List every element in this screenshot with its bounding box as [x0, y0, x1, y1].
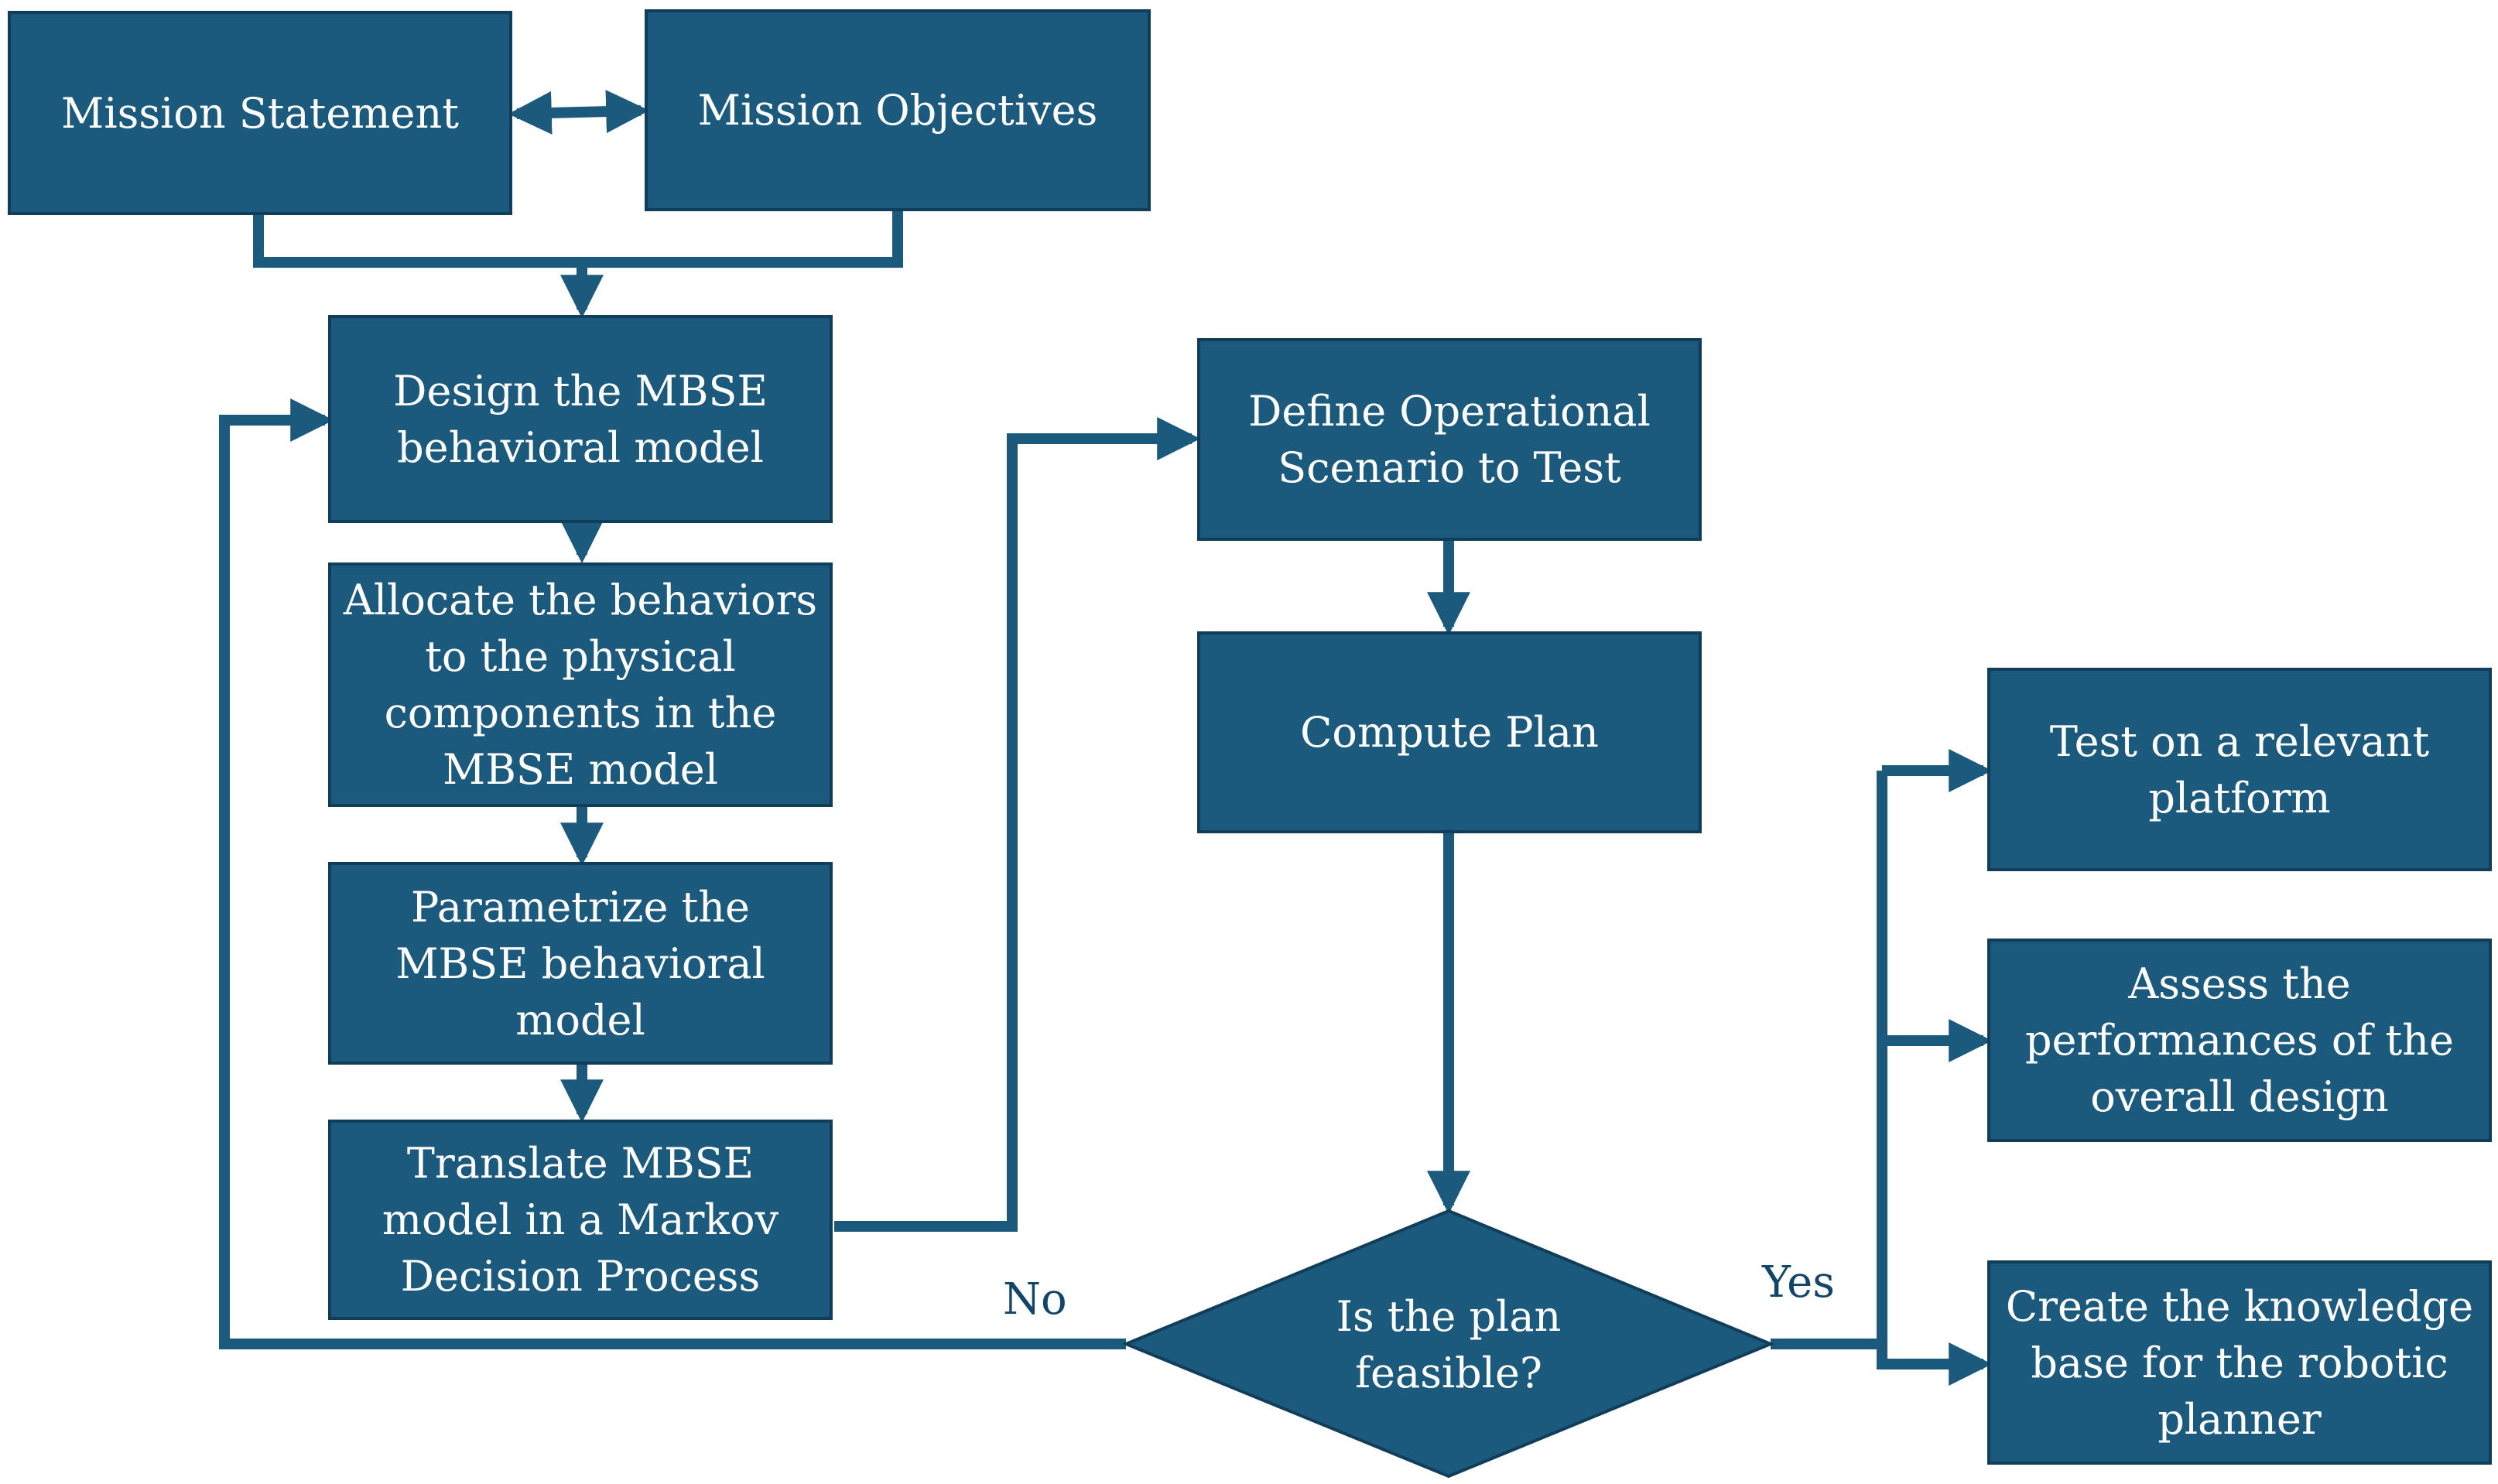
create-knowledge-base-label: Create the knowledge base for the roboti…	[2005, 1281, 2474, 1444]
assess-performance-box: Assess the performances of the overall d…	[1987, 939, 2492, 1142]
define-scenario-box: Define Operational Scenario to Test	[1197, 338, 1702, 541]
connector-objectives-merge	[582, 210, 903, 268]
design-model-box: Design the MBSE behavioral model	[328, 315, 833, 523]
test-platform-label: Test on a relevant platform	[2049, 716, 2430, 822]
translate-mdp-box: Translate MBSE model in a Markov Decisio…	[328, 1120, 833, 1320]
create-knowledge-base-box: Create the knowledge base for the roboti…	[1987, 1260, 2492, 1465]
connector-translate-define	[834, 417, 1201, 1232]
compute-plan-box: Compute Plan	[1197, 631, 1702, 833]
decision-diamond	[1121, 1209, 1775, 1479]
mission-objectives-box: Mission Objectives	[645, 9, 1151, 211]
connector-yes-knowledge	[1877, 1342, 1993, 1386]
connector-statement-objectives	[508, 90, 650, 135]
yes-label: Yes	[1762, 1257, 1835, 1308]
mission-objectives-label: Mission Objectives	[697, 86, 1098, 135]
decision-label-wrap: Is the plan feasible?	[1269, 1284, 1628, 1405]
connector-statement-merge	[253, 215, 582, 268]
allocate-behaviors-label: Allocate the behaviors to the physical c…	[343, 576, 818, 794]
connector-no-loop	[219, 398, 1126, 1349]
parametrize-model-label: Parametrize the MBSE behavioral model	[395, 882, 765, 1045]
test-platform-box: Test on a relevant platform	[1987, 668, 2492, 871]
define-scenario-label: Define Operational Scenario to Test	[1248, 387, 1651, 492]
translate-mdp-label: Translate MBSE model in a Markov Decisio…	[382, 1139, 779, 1301]
assess-performance-label: Assess the performances of the overall d…	[2024, 959, 2454, 1121]
allocate-behaviors-box: Allocate the behaviors to the physical c…	[328, 562, 833, 807]
no-label: No	[1003, 1274, 1067, 1325]
design-model-label: Design the MBSE behavioral model	[393, 366, 768, 472]
decision-label: Is the plan feasible?	[1336, 1292, 1562, 1397]
parametrize-model-box: Parametrize the MBSE behavioral model	[328, 862, 833, 1065]
compute-plan-label: Compute Plan	[1300, 708, 1599, 757]
mission-statement-label: Mission Statement	[61, 88, 459, 138]
mission-statement-box: Mission Statement	[8, 11, 512, 215]
